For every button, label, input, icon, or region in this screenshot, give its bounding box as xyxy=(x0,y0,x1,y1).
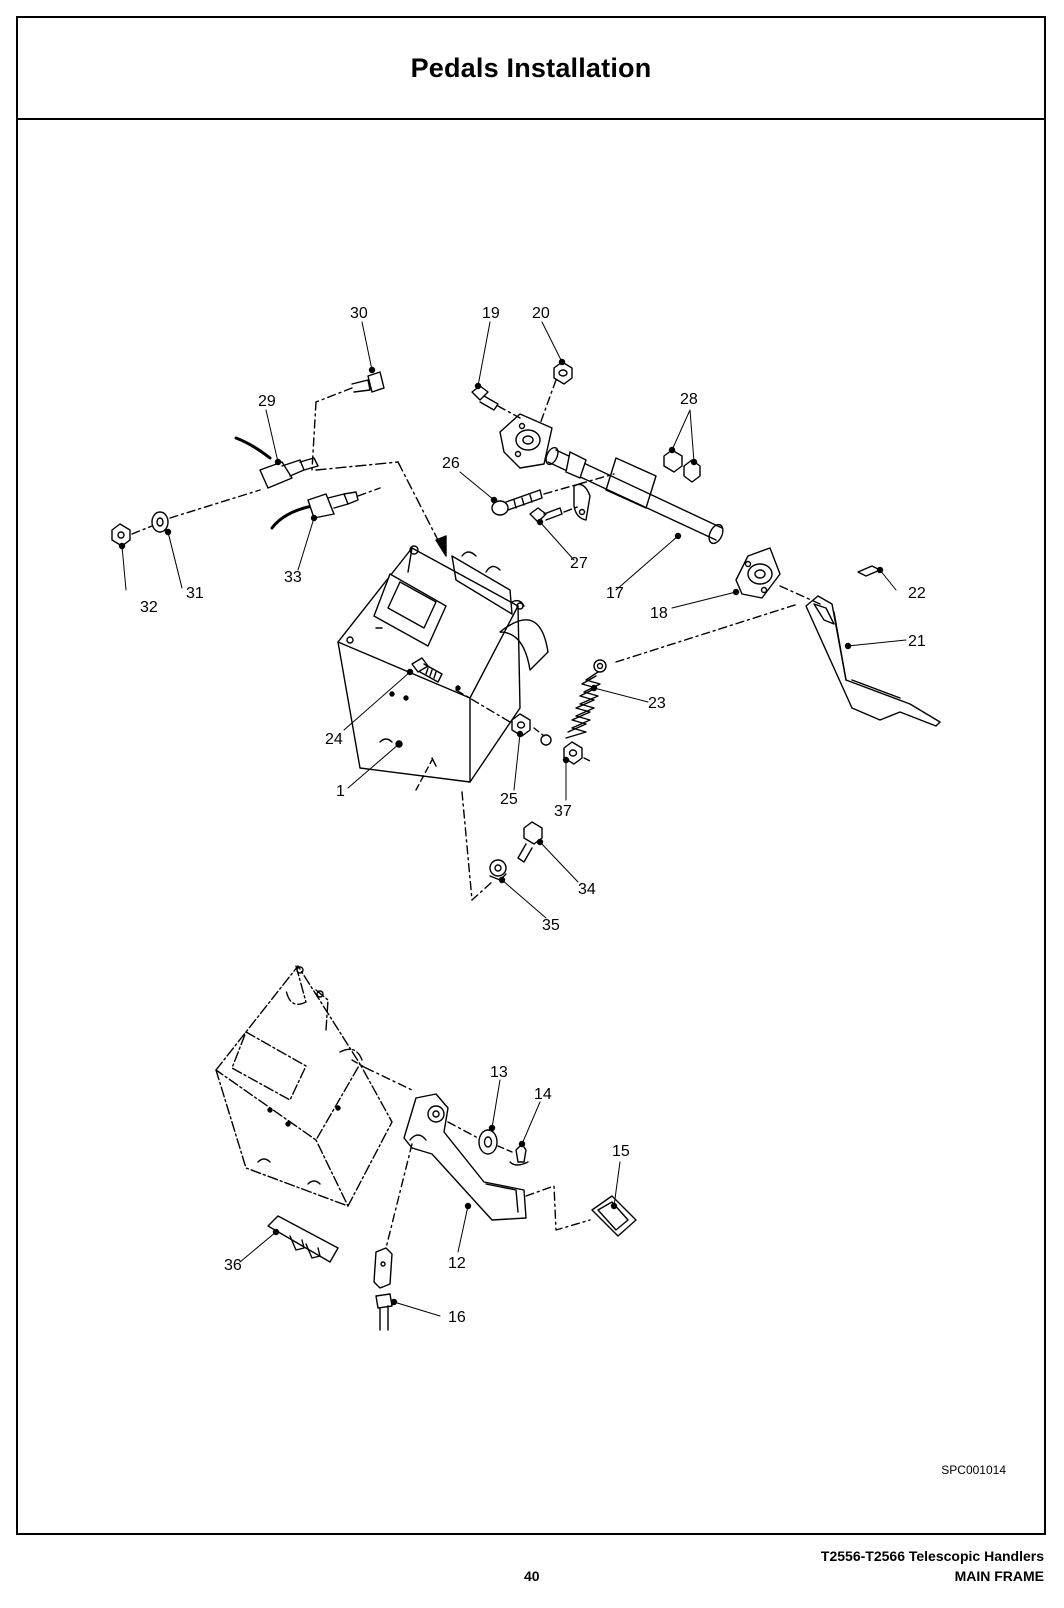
bearing-flange-left xyxy=(499,413,553,469)
page-frame: Pedals Installation SPC001014 xyxy=(16,16,1046,1535)
page-title: Pedals Installation xyxy=(410,52,652,83)
screw-30 xyxy=(311,366,385,471)
nut-25 xyxy=(511,713,531,738)
bearing-flange-right xyxy=(732,547,781,599)
callout-19: 19 xyxy=(482,305,500,322)
callout-12: 12 xyxy=(448,1255,466,1272)
lower-bracket-box xyxy=(215,965,393,1207)
callout-24: 24 xyxy=(325,731,343,748)
callout-33: 33 xyxy=(284,569,302,586)
callout-34: 34 xyxy=(578,881,596,898)
callout-27: 27 xyxy=(570,555,588,572)
callout-16: 16 xyxy=(448,1309,466,1326)
lower-box-details xyxy=(257,966,413,1185)
callout-18: 18 xyxy=(650,605,668,622)
install-arrow xyxy=(315,461,447,557)
bolt-19 xyxy=(471,382,521,419)
washer-31 xyxy=(151,511,172,536)
clip-22 xyxy=(857,565,884,577)
callout-37: 37 xyxy=(554,803,572,820)
figure-code: SPC001014 xyxy=(941,1463,1006,1477)
upper-leader-lines xyxy=(121,321,907,919)
callout-31: 31 xyxy=(186,585,204,602)
callout-13: 13 xyxy=(490,1064,508,1081)
callout-28: 28 xyxy=(680,391,698,408)
callout-20: 20 xyxy=(532,305,550,322)
switch-33 xyxy=(270,487,381,530)
callout-1: 1 xyxy=(336,783,345,800)
nut-37 xyxy=(562,741,593,765)
pedal-arm-21 xyxy=(805,595,941,727)
callout-23: 23 xyxy=(648,695,666,712)
callout-29: 29 xyxy=(258,393,276,410)
footer-model: T2556-T2566 Telescopic Handlers xyxy=(820,1548,1044,1564)
callout-14: 14 xyxy=(534,1086,552,1103)
pedal-bracket-box xyxy=(337,545,549,783)
callout-35: 35 xyxy=(542,917,560,934)
title-bar: Pedals Installation xyxy=(18,18,1044,120)
callout-15: 15 xyxy=(612,1143,630,1160)
pin-14 xyxy=(509,1140,529,1166)
callout-36: 36 xyxy=(224,1257,242,1274)
nuts-28 xyxy=(663,446,701,483)
lower-leader-lines xyxy=(239,1079,621,1317)
callout-25: 25 xyxy=(500,791,518,808)
callout-22: 22 xyxy=(908,585,926,602)
callout-21: 21 xyxy=(908,633,926,650)
footer-section: MAIN FRAME xyxy=(954,1568,1044,1584)
clevis-16 xyxy=(373,1247,398,1331)
pedal-shaft xyxy=(545,446,724,545)
callout-17: 17 xyxy=(606,585,624,602)
bracket-plate-36 xyxy=(267,1215,339,1263)
callout-30: 30 xyxy=(350,305,368,322)
pedal-12 xyxy=(403,1093,527,1221)
callout-labels: 30 19 20 29 28 26 33 27 32 31 17 18 22 2… xyxy=(140,305,926,1326)
nut-32 xyxy=(111,523,131,550)
callout-32: 32 xyxy=(140,599,158,616)
switch-29 xyxy=(234,436,319,489)
spring-23 xyxy=(540,659,607,746)
callout-26: 26 xyxy=(442,455,460,472)
washer-35 xyxy=(489,859,507,884)
bolt-26 xyxy=(490,473,615,516)
washer-13 xyxy=(478,1124,498,1155)
pad-15 xyxy=(591,1195,637,1237)
page-number: 40 xyxy=(524,1568,540,1584)
bolt-27 xyxy=(529,505,581,526)
bolt-34 xyxy=(517,821,544,863)
nut-20 xyxy=(539,358,573,425)
